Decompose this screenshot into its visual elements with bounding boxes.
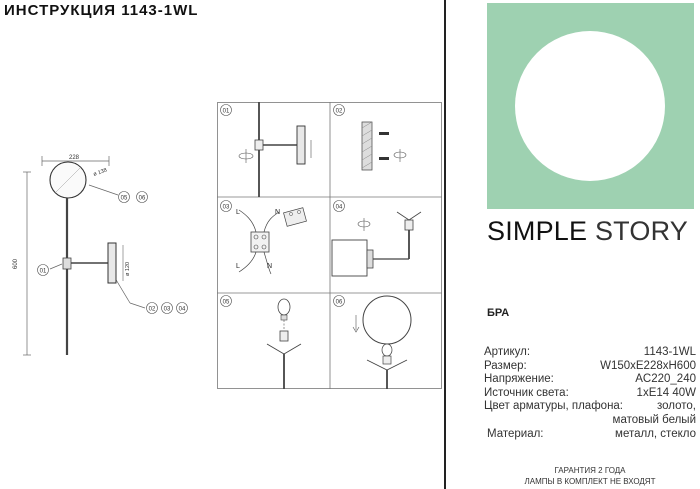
step-03-panel: 03 L N L N	[220, 200, 307, 275]
wire-label-L-bottom: L	[236, 263, 240, 270]
spec-label: Напряжение:	[484, 373, 554, 386]
warranty-text: ГАРАНТИЯ 2 ГОДА	[554, 466, 626, 475]
lamps-not-included-text: ЛАМПЫ В КОМПЛЕКТ НЕ ВХОДЯТ	[524, 477, 656, 486]
callout-02: 02	[149, 307, 156, 313]
step-02-panel: 02	[333, 104, 407, 171]
step-03-number: 03	[223, 205, 230, 211]
globe-diameter-label: ø 138	[93, 167, 108, 177]
spec-label: Материал:	[487, 427, 544, 440]
wire-label-N-bottom: N	[267, 263, 272, 270]
callout-01: 01	[40, 269, 47, 275]
spec-value: AC220_240	[635, 373, 696, 386]
brand-logo: SIMPLE STORY	[487, 216, 688, 247]
column-divider	[444, 0, 446, 489]
spec-label: Размер:	[484, 359, 527, 372]
assembly-steps-grid: 01 02 03	[217, 102, 442, 389]
callout-05: 05	[121, 196, 128, 202]
spec-row-material: Материал: металл, стекло	[484, 428, 696, 442]
product-type: БРА	[487, 307, 510, 319]
step-05-number: 05	[223, 300, 230, 306]
step-04-panel: 04	[331, 200, 422, 277]
spec-value: металл, стекло	[615, 427, 696, 440]
base-diameter-label: ø 120	[125, 262, 131, 276]
step-04-number: 04	[336, 205, 343, 211]
spec-label: Цвет арматуры, плафона:	[484, 400, 624, 413]
spec-value: W150xE228xH600	[600, 359, 696, 372]
spec-row-light-source: Источник света: 1xE14 40W	[484, 387, 696, 401]
height-dimension-label: 600	[13, 258, 19, 269]
spec-row-size: Размер: W150xE228xH600	[484, 360, 696, 374]
spec-list: Артикул: 1143-1WL Размер: W150xE228xH600…	[484, 346, 696, 441]
wire-label-L-top: L	[236, 209, 240, 216]
callout-06: 06	[139, 196, 146, 202]
step-06-number: 06	[336, 300, 343, 306]
callout-03: 03	[164, 307, 171, 313]
step-06-panel: 06	[333, 295, 412, 389]
spec-row-article: Артикул: 1143-1WL	[484, 346, 696, 360]
spec-label: Артикул:	[484, 346, 531, 358]
product-hero-image	[487, 3, 694, 209]
wire-label-N-top: N	[275, 209, 280, 216]
spec-row-color-cont: матовый белый	[484, 414, 696, 428]
step-01-number: 01	[223, 109, 230, 115]
step-05-panel: 05	[220, 295, 302, 389]
lamp-dimension-drawing: 228 600 ø 138 ø 120 05 06 01 02 03 04	[13, 155, 188, 356]
brand-name-bold: SIMPLE	[487, 216, 588, 246]
width-dimension-label: 228	[69, 155, 80, 161]
footer-note: ГАРАНТИЯ 2 ГОДА ЛАМПЫ В КОМПЛЕКТ НЕ ВХОД…	[480, 465, 700, 487]
spec-value: 1143-1WL	[643, 346, 696, 358]
glowing-globe	[515, 31, 665, 181]
brand-name-light: STORY	[594, 216, 688, 246]
step-01-panel: 01	[220, 102, 312, 197]
document-title: ИНСТРУКЦИЯ 1143-1WL	[4, 2, 199, 19]
spec-value: матовый белый	[612, 413, 696, 426]
callout-04: 04	[179, 307, 186, 313]
step-02-number: 02	[336, 109, 343, 115]
spec-label: Источник света:	[484, 386, 569, 399]
spec-row-color: Цвет арматуры, плафона: золото,	[484, 400, 696, 414]
spec-value: 1xE14 40W	[636, 386, 696, 399]
spec-row-voltage: Напряжение: AC220_240	[484, 373, 696, 387]
spec-value: золото,	[657, 400, 696, 413]
